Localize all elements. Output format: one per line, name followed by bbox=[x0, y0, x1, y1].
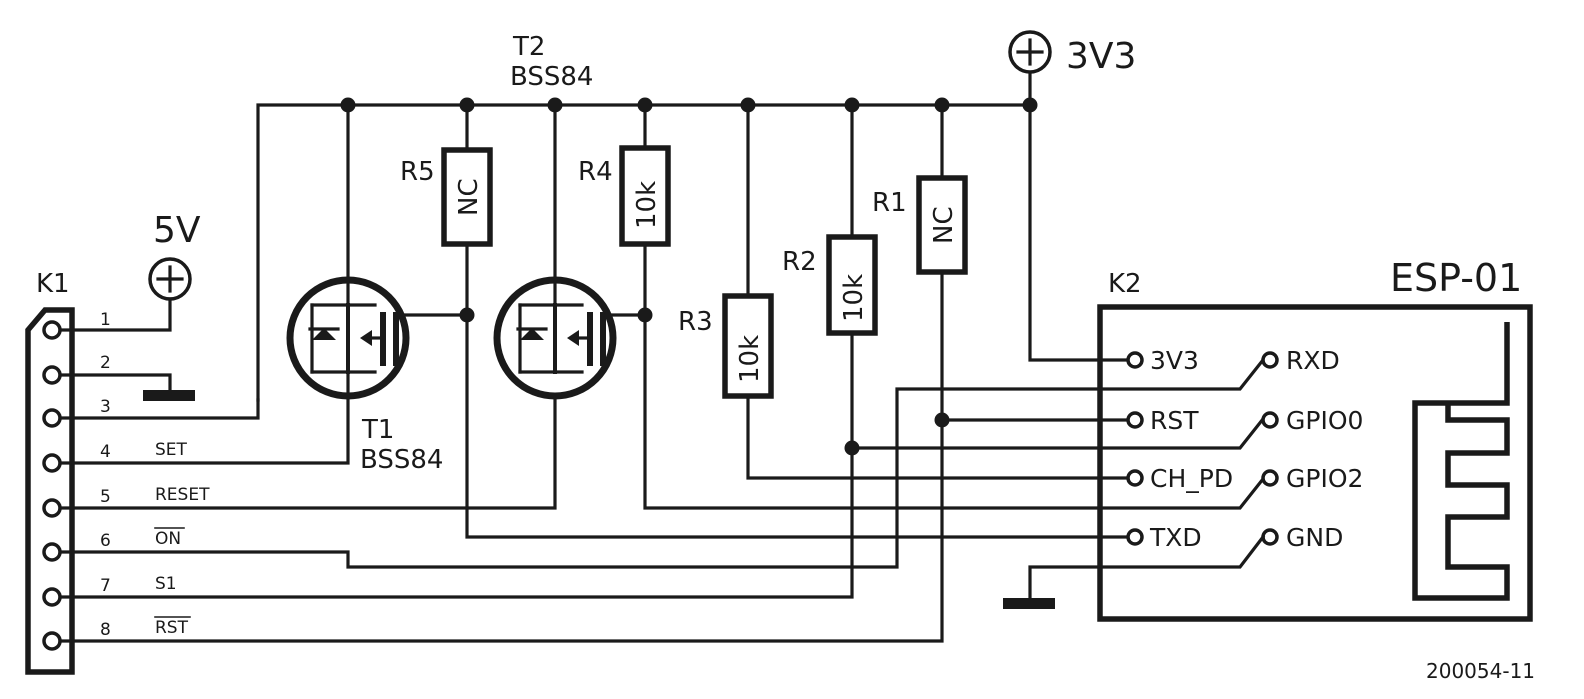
k1-pin-4-num: 4 bbox=[100, 442, 111, 462]
t2-body-diode bbox=[520, 328, 544, 340]
r1-ref: R1 bbox=[872, 188, 907, 218]
k1-pin-7 bbox=[42, 587, 62, 607]
resistor-r5: R5 NC bbox=[400, 103, 1132, 539]
k2-label-ch-pd: CH_PD bbox=[1150, 464, 1233, 493]
k1-pin-5-num: 5 bbox=[100, 487, 111, 507]
connector-k2-esp01: K2 ESP-01 3V3 RST CH_PD TXD RXD GPIO0 GP… bbox=[1003, 256, 1533, 622]
k1-wires bbox=[58, 297, 1266, 643]
k1-pin-3-num: 3 bbox=[100, 397, 111, 417]
k1-signal-s1: S1 bbox=[155, 574, 177, 594]
r4-ref: R4 bbox=[578, 157, 613, 187]
k2-pin-rxd bbox=[1261, 351, 1279, 369]
k2-ref: K2 bbox=[1108, 269, 1142, 299]
k2-label-gpio2: GPIO2 bbox=[1286, 464, 1363, 493]
k2-label-gnd: GND bbox=[1286, 523, 1343, 552]
k2-pin-txd bbox=[1126, 528, 1144, 546]
k1-pin-7-num: 7 bbox=[100, 576, 111, 596]
resistor-r3: R3 10k bbox=[678, 103, 1132, 480]
k1-pin-2-num: 2 bbox=[100, 353, 111, 373]
esp01-module-label: ESP-01 bbox=[1390, 256, 1522, 300]
k2-pin-gpio0 bbox=[1261, 411, 1279, 429]
r1-value: NC bbox=[929, 206, 959, 244]
connector-k1: K1 1 2 3 4 5 6 7 8 SET RESET ON S1 RST bbox=[25, 269, 210, 675]
power-3v3-symbol: 3V3 bbox=[1008, 30, 1136, 77]
r2-value: 10k bbox=[839, 274, 869, 322]
power-3v3-label: 3V3 bbox=[1066, 36, 1136, 77]
resistor-r1: R1 NC bbox=[872, 103, 1132, 422]
k1-pin-1 bbox=[42, 320, 62, 340]
k1-signal-rst: RST bbox=[155, 618, 189, 638]
resistor-r2: R2 10k bbox=[782, 103, 1266, 450]
k2-label-rst: RST bbox=[1150, 406, 1199, 435]
t1-gate-plate bbox=[393, 312, 399, 366]
t1-channel bbox=[380, 312, 386, 366]
ground-k1-symbol bbox=[143, 390, 195, 401]
r2-ref: R2 bbox=[782, 247, 817, 277]
k2-label-3v3: 3V3 bbox=[1150, 346, 1199, 375]
k1-pin-8 bbox=[42, 631, 62, 651]
r3-value: 10k bbox=[735, 335, 765, 383]
k2-pin-gpio2 bbox=[1261, 469, 1279, 487]
k2-pin-ch-pd bbox=[1126, 469, 1144, 487]
power-5v-label: 5V bbox=[153, 210, 201, 251]
k1-signal-on: ON bbox=[155, 529, 181, 549]
k2-label-txd: TXD bbox=[1149, 523, 1202, 552]
k1-pin-4 bbox=[42, 453, 62, 473]
ground-k2-symbol bbox=[1003, 598, 1055, 609]
t1-body-diode bbox=[312, 328, 336, 340]
t2-channel bbox=[587, 312, 593, 366]
r5-ref: R5 bbox=[400, 157, 435, 187]
k1-signal-set: SET bbox=[155, 440, 188, 460]
t1-arrow bbox=[360, 330, 372, 346]
t2-arrow bbox=[567, 330, 579, 346]
transistor-t2: T2 BSS84 bbox=[493, 32, 647, 400]
wire-3v3-to-k2 bbox=[1028, 103, 1132, 362]
k1-pin-5 bbox=[42, 498, 62, 518]
k1-pin-2 bbox=[42, 365, 62, 385]
junction-dots bbox=[340, 97, 1038, 456]
t2-part: BSS84 bbox=[510, 62, 593, 92]
k2-pin-rst bbox=[1126, 411, 1144, 429]
figure-code: 200054-11 bbox=[1426, 659, 1535, 683]
k2-pin-gnd bbox=[1261, 528, 1279, 546]
resistor-r4: R4 10k bbox=[578, 103, 1266, 510]
k1-pin-8-num: 8 bbox=[100, 620, 111, 640]
k2-label-rxd: RXD bbox=[1286, 346, 1340, 375]
k1-pin-3 bbox=[42, 408, 62, 428]
power-5v-symbol: 5V bbox=[148, 210, 201, 301]
k1-ref: K1 bbox=[36, 269, 70, 299]
k1-pin-6-num: 6 bbox=[100, 531, 111, 551]
t1-ref: T1 bbox=[361, 415, 394, 445]
r3-ref: R3 bbox=[678, 307, 713, 337]
k2-label-gpio0: GPIO0 bbox=[1286, 406, 1363, 435]
k1-pin-6 bbox=[42, 542, 62, 562]
r5-value: NC bbox=[454, 178, 484, 216]
k1-signal-reset: RESET bbox=[155, 485, 210, 505]
r4-value: 10k bbox=[632, 181, 662, 229]
k2-pin-3v3 bbox=[1126, 351, 1144, 369]
transistor-t1: T1 BSS84 bbox=[286, 103, 469, 475]
t2-ref: T2 bbox=[512, 32, 545, 62]
pcb-antenna-icon bbox=[1412, 322, 1510, 601]
t2-gate-plate bbox=[600, 312, 606, 366]
t1-part: BSS84 bbox=[360, 445, 443, 475]
k1-pin-1-num: 1 bbox=[100, 310, 111, 330]
